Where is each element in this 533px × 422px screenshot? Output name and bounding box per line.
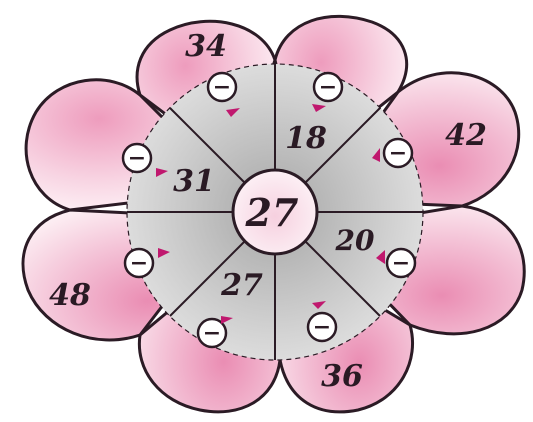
- segment-value-bottom: 27: [220, 268, 263, 303]
- minus-icon: −: [203, 320, 221, 346]
- segment-value-left: 31: [173, 164, 215, 199]
- petal-value-top-left: 34: [185, 29, 227, 64]
- minus-button-lower-left[interactable]: −: [125, 249, 153, 277]
- minus-icon: −: [392, 250, 410, 276]
- minus-icon: −: [213, 74, 231, 100]
- minus-button-upper-left[interactable]: −: [123, 144, 151, 172]
- minus-button-upper-right[interactable]: −: [384, 139, 412, 167]
- segment-value-right: 20: [335, 224, 375, 257]
- minus-icon: −: [128, 145, 146, 171]
- minus-icon: −: [319, 74, 337, 100]
- minus-icon: −: [130, 250, 148, 276]
- segment-value-upper-right: 18: [285, 121, 327, 156]
- minus-icon: −: [389, 140, 407, 166]
- minus-button-bottom-right[interactable]: −: [308, 313, 336, 341]
- minus-button-lower-right[interactable]: −: [387, 249, 415, 277]
- petal-value-top-right: 42: [445, 118, 487, 153]
- center-cell: 27: [233, 170, 317, 254]
- minus-button-top-left[interactable]: −: [208, 73, 236, 101]
- minus-button-top-right[interactable]: −: [314, 73, 342, 101]
- petal-value-right: 36: [321, 359, 363, 394]
- center-value: 27: [245, 190, 299, 235]
- minus-icon: −: [313, 314, 331, 340]
- petal-value-bottom-left: 48: [49, 278, 91, 313]
